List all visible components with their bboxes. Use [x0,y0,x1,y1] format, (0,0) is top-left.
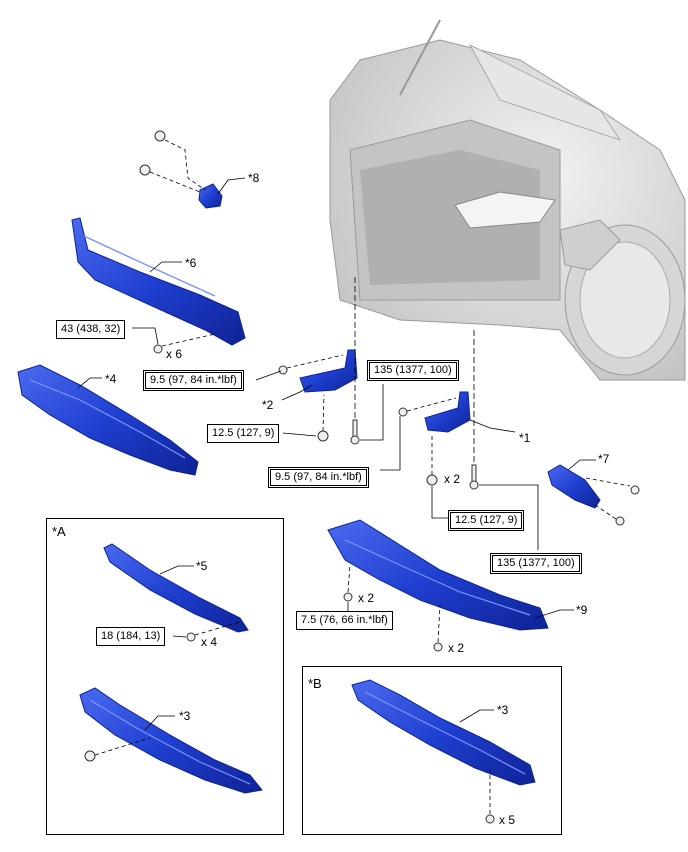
quantity-x5: x 5 [499,813,516,827]
callout-5: *5 [196,559,208,573]
callout-7: *7 [598,452,610,466]
frame-variant-b [302,666,562,835]
part-1-bracket [424,391,471,433]
torque-135-lower: 135 (1377, 100) [490,553,582,574]
bolt-icon [350,419,360,445]
bolt-icon [615,516,625,526]
callout-3-b: *3 [497,703,509,717]
torque-12-5-lower: 12.5 (127, 9) [448,510,525,531]
part-3-absorber-a [79,687,263,794]
callout-1: *1 [519,431,531,445]
quantity-x6: x 6 [166,347,183,361]
bolt-icon [153,344,163,354]
nut-icon [426,474,438,486]
bolt-icon [139,130,166,176]
torque-135-upper: 135 (1377, 100) [367,360,459,381]
bolt-icon [433,642,443,652]
quantity-x2-nut-upper: x 2 [444,472,461,486]
frame-a-label: *A [52,524,66,539]
bolt-icon [278,365,288,375]
quantity-x4: x 4 [201,635,218,649]
frame-b-label: *B [308,676,322,691]
bolt-icon [485,814,495,824]
clip-icon [84,750,96,762]
quantity-x2-bolt: x 2 [448,641,465,655]
bolt-icon [469,464,479,490]
nut-icon [186,632,196,642]
callout-4: *4 [105,372,117,386]
torque-12-5-upper: 12.5 (127, 9) [207,424,280,443]
callout-8: *8 [248,171,260,185]
quantity-x2-clip: x 2 [358,591,375,605]
callout-6: *6 [185,256,197,270]
callout-9: *9 [576,603,588,617]
torque-7-5: 7.5 (76, 66 in.*lbf) [296,611,393,630]
part-5-reinforcement [103,543,249,633]
torque-43: 43 (438, 32) [56,320,126,339]
torque-9-5-lower: 9.5 (97, 84 in.*lbf) [268,467,369,488]
bolt-icon [398,407,408,417]
torque-18: 18 (184, 13) [96,627,166,646]
nut-icon [317,430,329,442]
part-2-bracket [299,349,358,393]
part-6-bumper-reinforcement [71,217,246,346]
bolt-icon [343,592,353,602]
callout-3-a: *3 [179,709,191,723]
callout-2: *2 [262,398,274,412]
vehicle-front-illustration [329,19,686,381]
frame-variant-a [46,518,284,835]
torque-9-5-upper: 9.5 (97, 84 in.*lbf) [143,370,244,391]
part-4-energy-absorber [17,364,199,476]
part-9-lower-cover [327,519,549,631]
part-7-bracket [547,464,601,509]
part-8-bracket [198,183,223,209]
part-3-absorber-b [351,679,536,786]
bolt-icon [630,485,640,495]
